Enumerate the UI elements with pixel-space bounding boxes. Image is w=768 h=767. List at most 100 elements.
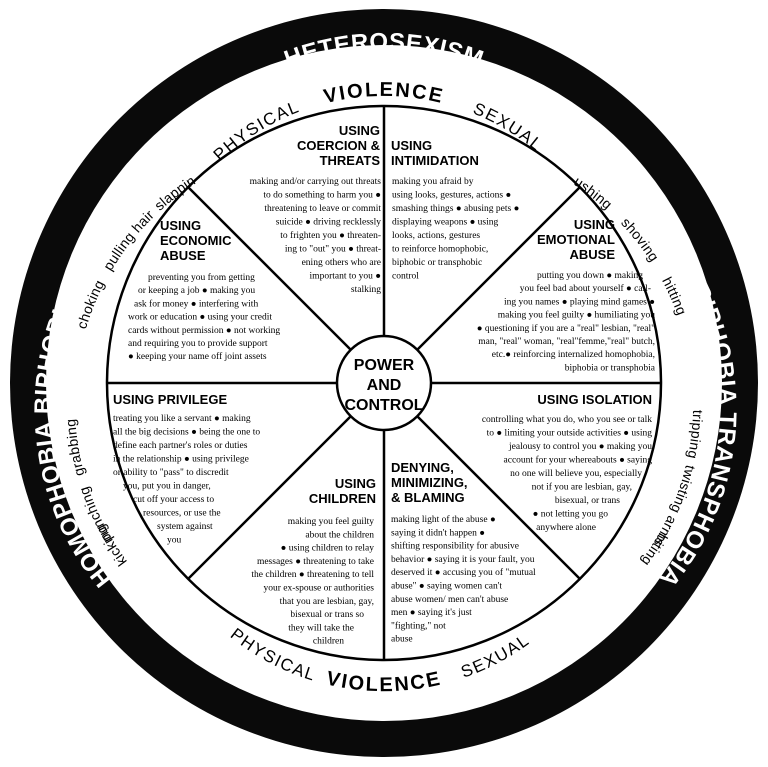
section-body-line: men ● saying it's just [391, 608, 472, 618]
section-body-line: ● not letting you go [533, 510, 609, 520]
section-body-line: saying it didn't happen ● [391, 528, 485, 538]
section-body-line: your ex-spouse or authorities [263, 584, 374, 594]
section-body-line: behavior ● saying it is your fault, you [391, 554, 535, 565]
section-body-line: work or education ● using your credit [128, 313, 272, 323]
section-body-line: account for your whereabouts ● saying [504, 455, 653, 466]
section-heading-line: CHILDREN [309, 491, 376, 506]
section-body-line: looks, actions, gestures [392, 231, 480, 241]
section-body-line: jealousy to control you ● making you [508, 442, 652, 452]
section-heading-line: ECONOMIC [160, 233, 232, 248]
section-body-line: they will take the [288, 623, 354, 633]
section-body-line: not if you are lesbian, gay, [532, 482, 632, 493]
section-heading-line: COERCION & [297, 138, 380, 153]
section-body-line: messages ● threatening to take [257, 557, 374, 567]
section-body-line: controlling what you do, who you see or … [482, 415, 652, 425]
wheel-spokes [107, 106, 661, 660]
section-body-line: to reinforce homophobic, [392, 244, 488, 255]
section-heading-line: USING [339, 123, 380, 138]
section-body-line: "fighting," not [391, 620, 446, 631]
section-body-line: ● questioning if you are a "real" lesbia… [477, 323, 655, 334]
section-denying-minimizing-blaming: DENYING,MINIMIZING,& BLAMING making light… [391, 460, 536, 645]
section-body-line: ening others who are [302, 258, 381, 268]
section-body-line: abuse" ● saying women can't [391, 582, 502, 592]
section-body-line: you feel bad about yourself ● call- [520, 283, 651, 294]
section-heading-line: USING [335, 476, 376, 491]
section-body-line: shifting responsibility for abusive [391, 541, 519, 552]
section-body-line: bisexual or trans so [290, 610, 364, 620]
section-heading-line: MINIMIZING, [391, 475, 468, 490]
section-body-line: abuse women/ men can't abuse [391, 595, 508, 605]
section-body-line: important to you ● [310, 272, 381, 282]
section-privilege: USING PRIVILEGE treating you like a serva… [113, 392, 260, 546]
center-line-3: CONTROL [344, 397, 423, 414]
section-body-line: putting you down ● making [537, 271, 643, 281]
tactic-tripping: tripping [685, 410, 706, 461]
section-body-line: anywhere alone [536, 523, 596, 533]
section-body-line: stalking [351, 285, 381, 295]
section-body-line: man, "real" woman, "real"femme,"real" bu… [478, 336, 655, 347]
section-heading-line: THREATS [320, 153, 381, 168]
section-body-line: making light of the abuse ● [391, 514, 496, 525]
section-body-line: preventing you from getting [148, 272, 255, 283]
section-body-line: to frighten you ● threaten- [280, 230, 381, 241]
center-hub [335, 334, 433, 432]
section-body-line: suicide ● driving recklessly [276, 218, 381, 228]
section-body-line: using looks, gestures, actions ● [392, 191, 511, 201]
section-heading-line: USING PRIVILEGE [113, 392, 227, 407]
section-heading-line: USING ISOLATION [537, 392, 652, 407]
section-body-line: that you are lesbian, gay, [280, 597, 374, 607]
section-heading-line: USING [574, 217, 615, 232]
section-body-line: making you feel guilty ● humiliating you [498, 310, 655, 321]
section-body-line: ● using children to relay [281, 544, 375, 554]
section-body-line: or keeping a job ● making you [138, 286, 255, 296]
section-body-line: you [167, 536, 182, 546]
section-body-line: to ● limiting your outside activities ● … [487, 429, 653, 439]
section-body-line: you, put you in danger, [123, 482, 211, 492]
section-body-line: cards without permission ● not working [128, 326, 280, 336]
section-body-line: threatening to leave or commit [264, 204, 381, 214]
section-body-line: in the relationship ● using privilege [113, 455, 249, 465]
section-body-line: all the big decisions ● being the one to [113, 428, 260, 438]
section-body-line: making you feel guilty [288, 516, 375, 527]
section-body-line: displaying weapons ● using [392, 218, 499, 228]
center-line-2: AND [367, 377, 402, 394]
section-body-line: smashing things ● abusing pets ● [392, 204, 519, 214]
section-body-line: bisexual, or trans [555, 496, 620, 506]
section-heading-line: ABUSE [160, 248, 206, 263]
section-body-line: define each partner's roles or duties [113, 440, 248, 451]
section-body-line: ing you names ● playing mind games ● [504, 297, 655, 307]
section-body-line: treating you like a servant ● making [113, 414, 251, 424]
section-body-line: and requiring you to provide support [128, 339, 268, 349]
section-isolation: USING ISOLATION controlling what you do, … [482, 392, 652, 533]
section-body-line: control [392, 272, 419, 282]
section-body-line: making and/or carrying out threats [250, 177, 382, 187]
center-line-1: POWER [354, 357, 415, 374]
section-heading-line: USING [391, 138, 432, 153]
section-body-line: abuse [391, 635, 413, 645]
section-body-line: cut off your access to [133, 494, 214, 505]
section-body-line: system against [157, 522, 213, 532]
section-body-line: or ability to "pass" to discredit [113, 468, 229, 478]
section-heading-line: & BLAMING [391, 490, 465, 505]
section-body-line: deserved it ● accusing you of "mutual [391, 567, 536, 578]
section-body-line: no one will believe you, especially [510, 469, 642, 479]
section-body-line: to do something to harm you ● [263, 191, 381, 201]
section-body-line: etc.● reinforcing internalized homophobi… [492, 349, 655, 360]
section-heading-line: EMOTIONAL [537, 232, 615, 247]
section-body-line: making you afraid by [392, 176, 474, 187]
section-body-line: children [313, 637, 344, 647]
section-body-line: resources, or use the [143, 509, 221, 519]
section-body-line: about the children [305, 530, 374, 540]
section-heading-line: ABUSE [569, 247, 615, 262]
section-body-line: ask for money ● interfering with [134, 298, 258, 309]
section-body-line: biphobia or transphobia [565, 363, 656, 373]
section-heading-line: USING [160, 218, 201, 233]
section-heading-line: DENYING, [391, 460, 454, 475]
section-body-line: the children ● threatening to tell [251, 570, 374, 580]
